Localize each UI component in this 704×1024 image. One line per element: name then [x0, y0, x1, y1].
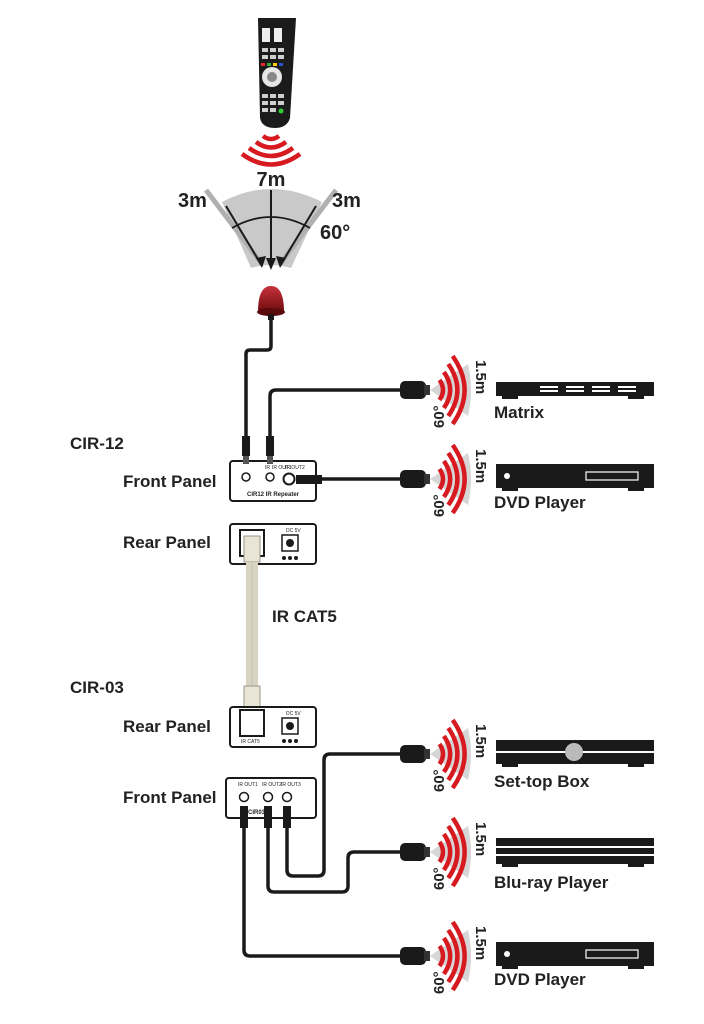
ir-range-cone [204, 188, 338, 270]
cir12-title: CIR-12 [70, 434, 124, 453]
range-right-label: 3m [332, 190, 361, 212]
emitter-angle-label: 60° [431, 867, 448, 890]
cir03-plugs [240, 806, 291, 828]
cable-to-settop [285, 752, 402, 878]
cir03-front-panel: IR OUT1 IR OUT2 IR OUT3 CIR03 [225, 777, 317, 819]
emitter-angle-label: 60° [431, 971, 448, 994]
cir12-model-text: CIR12 IR Repeater [247, 492, 300, 498]
device-dvd-player-2 [496, 942, 654, 969]
emitter-distance-label: 1.5m [472, 822, 489, 856]
cir12-front-panel-label: Front Panel [123, 472, 217, 491]
emitters: 1.5m 60° 1.5m 60° 1.5m 60° 1.5m 60° 1.5m 60° [400, 354, 489, 994]
ir-emitter-1: 1.5m 60° [400, 354, 489, 428]
cir03-front-label-1: IR OUT1 [238, 782, 258, 788]
cir12-plugs [242, 436, 322, 484]
cir03-title: CIR-03 [70, 678, 124, 697]
emitter-distance-label: 1.5m [472, 926, 489, 960]
cable-to-matrix [268, 388, 402, 436]
range-center-label: 7m [257, 169, 286, 191]
cir12-rear-dc-label: DC 5V [286, 528, 301, 534]
cir03-front-label-3: IR OUT3 [281, 782, 301, 788]
remote-ir-waves [240, 134, 302, 167]
emitter-angle-label: 60° [431, 769, 448, 792]
ir-emitter-5: 1.5m 60° [400, 920, 489, 994]
cat5-label: IR CAT5 [272, 607, 337, 626]
cir03-model-text: CIR03 [248, 810, 266, 816]
cir12-front-label-3: IR OUT2 [285, 465, 305, 471]
ir-emitter-2: 1.5m 60° [400, 443, 489, 517]
cir03-front-label-2: IR OUT2 [262, 782, 282, 788]
device-label-5: DVD Player [494, 970, 586, 989]
device-label-3: Set-top Box [494, 772, 590, 791]
cir12-rear-panel-label: Rear Panel [123, 533, 211, 552]
device-set-top-box [496, 740, 654, 767]
cir03-front-panel-label: Front Panel [123, 788, 217, 807]
emitter-distance-label: 1.5m [472, 449, 489, 483]
ir-receiver-icon [257, 286, 285, 320]
receiver-cable [244, 320, 273, 440]
device-blu-ray-player [496, 838, 654, 867]
range-angle-label: 60° [320, 222, 350, 244]
device-label-4: Blu-ray Player [494, 873, 609, 892]
emitter-angle-label: 60° [431, 494, 448, 517]
cat5-cable [243, 535, 261, 717]
cable-to-bluray [266, 828, 402, 894]
device-label-2: DVD Player [494, 493, 586, 512]
cir12-rear-panel: DC 5V [229, 523, 317, 565]
remote-control-icon [258, 18, 296, 128]
cir12-front-label-1: IR [265, 465, 270, 471]
emitter-distance-label: 1.5m [472, 360, 489, 394]
cir03-rear-panel: IR CAT5 DC 5V [229, 706, 317, 748]
cir03-rear-dc-label: DC 5V [286, 711, 301, 717]
ir-emitter-4: 1.5m 60° [400, 816, 489, 890]
range-left-label: 3m [178, 190, 207, 212]
device-matrix [496, 382, 654, 399]
device-dvd-player-1 [496, 464, 654, 491]
emitter-angle-label: 60° [431, 405, 448, 428]
cir03-rear-panel-label: Rear Panel [123, 717, 211, 736]
ir-emitter-3: 1.5m 60° [400, 718, 489, 792]
cir12-front-panel: IR IR OUT1 IR OUT2 CIR12 IR Repeater [229, 460, 317, 502]
cir12-front-label-2: IR OUT1 [272, 465, 292, 471]
emitter-distance-label: 1.5m [472, 724, 489, 758]
cable-to-dvd-2 [242, 828, 402, 958]
cir03-rear-port-label: IR CAT5 [241, 739, 260, 745]
device-label-1: Matrix [494, 403, 545, 422]
